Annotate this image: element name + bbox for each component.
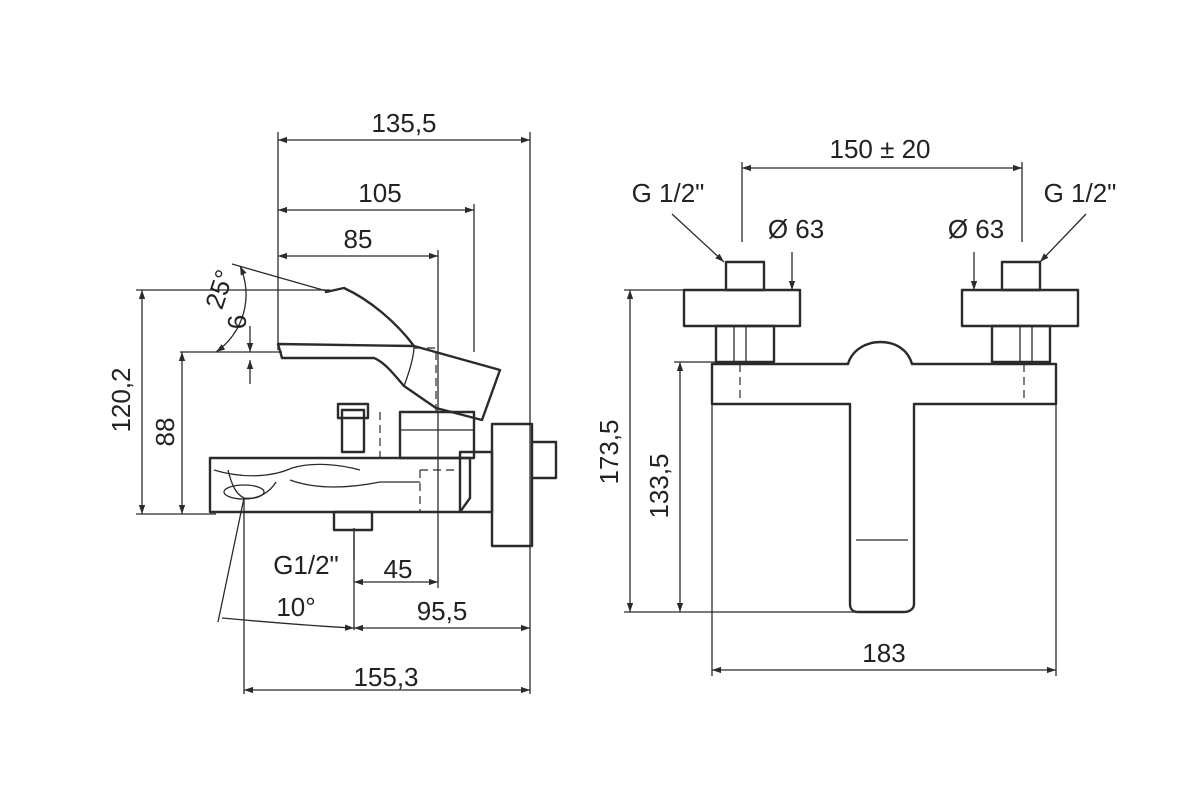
front-view: 150 ± 20 G 1/2" G 1/2" Ø 63 Ø 63 173,5 1… (594, 134, 1116, 676)
side-view-dimensions (136, 132, 531, 694)
dim-label-85: 85 (344, 224, 373, 254)
dim-label-120-2: 120,2 (106, 367, 136, 432)
dim-label-left-diameter: Ø 63 (768, 214, 824, 244)
dim-label-right-thread: G 1/2" (1044, 178, 1117, 208)
dim-label-135-5: 135,5 (371, 108, 436, 138)
side-view: 135,5 105 85 25° 6 120,2 88 G1/2" 45 10°… (106, 108, 558, 694)
dim-label-133-5: 133,5 (644, 453, 674, 518)
dim-label-173-5: 173,5 (594, 419, 624, 484)
dim-label-right-diameter: Ø 63 (948, 214, 1004, 244)
side-view-body (208, 286, 558, 548)
dim-label-6: 6 (222, 315, 252, 329)
dim-label-150-20: 150 ± 20 (829, 134, 930, 164)
dim-label-155-3: 155,3 (353, 662, 418, 692)
dim-label-g1-2: G1/2" (273, 550, 339, 580)
dim-label-left-thread: G 1/2" (632, 178, 705, 208)
front-view-dimensions (624, 162, 1087, 676)
front-view-body (682, 260, 1080, 614)
dim-label-45: 45 (384, 554, 413, 584)
dim-label-95-5: 95,5 (417, 596, 468, 626)
dim-label-105: 105 (358, 178, 401, 208)
dim-label-10-degree: 10° (276, 592, 315, 622)
dim-label-25-degree: 25° (199, 266, 240, 313)
dim-label-183: 183 (862, 638, 905, 668)
dim-label-88: 88 (150, 418, 180, 447)
